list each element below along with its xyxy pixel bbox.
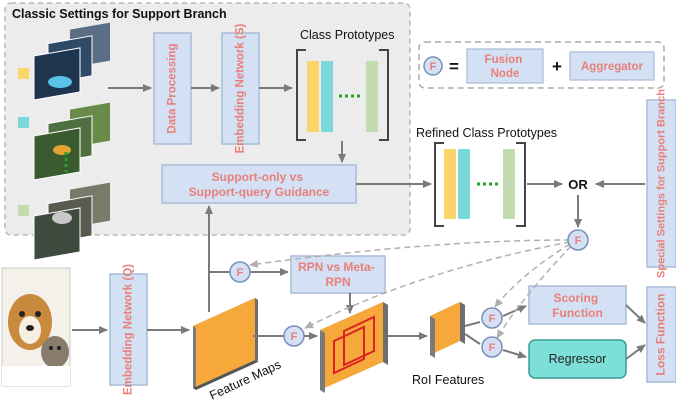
- fusion-node-features: F: [283, 325, 305, 347]
- proposal-box-2: [343, 315, 375, 367]
- class-prototypes-label: Class Prototypes: [300, 28, 394, 42]
- legend-aggregator-box: [569, 51, 655, 81]
- scoring-line-2: Function: [552, 306, 603, 320]
- or-label: OR: [568, 177, 588, 192]
- refined-bar-cyan: [458, 149, 470, 219]
- loss-function-box[interactable]: [646, 286, 676, 383]
- fusion-node-refined: F: [567, 229, 589, 251]
- legend-fusion-node-label: Fusion Node: [485, 54, 526, 80]
- legend-fusion-node-line-2: Node: [491, 68, 520, 80]
- support-guidance-label: Support-only vs Support-query Guidance: [189, 170, 330, 199]
- scoring-function-label: Scoring Function: [552, 291, 603, 320]
- embedding-network-q-label: Embedding Network (Q): [123, 264, 135, 395]
- fusion-node-rpn-letter: F: [237, 267, 244, 279]
- legend-fusion-node-box: [466, 48, 544, 84]
- refined-class-prototypes-label: Refined Class Prototypes: [416, 126, 557, 140]
- support-branch-title: Classic Settings for Support Branch: [12, 7, 227, 21]
- rpn-line-2: RPN: [325, 275, 350, 289]
- refined-bracket-left: [434, 142, 444, 227]
- support-guidance-line-2: Support-query Guidance: [189, 185, 330, 199]
- solid-arrows: [72, 84, 646, 360]
- class-color-green: [18, 205, 29, 216]
- support-guidance-line-1: Support-only vs: [212, 170, 304, 184]
- support-image-2: [33, 102, 110, 181]
- embedding-network-s-label: Embedding Network (S): [235, 23, 247, 153]
- data-processing-label: Data Processing: [167, 43, 179, 133]
- fusion-node-scoring-letter: F: [489, 313, 496, 325]
- fusion-node-scoring-circle: [481, 307, 503, 329]
- support-guidance-box[interactable]: [161, 164, 357, 204]
- special-settings-label: Special Settings for Support Branch: [655, 89, 667, 278]
- refined-bracket-right: [516, 142, 526, 227]
- regressor-label: Regressor: [549, 352, 607, 366]
- fusion-node-features-circle: [283, 325, 305, 347]
- support-image-1: [33, 22, 110, 101]
- refined-bar-green: [503, 149, 515, 219]
- dashed-arrows: [249, 239, 572, 339]
- feature-maps-block: [193, 298, 258, 390]
- class-color-cyan: [18, 117, 29, 128]
- proposal-box-1: [333, 325, 365, 375]
- embedding-network-q-box[interactable]: [109, 273, 148, 386]
- fusion-node-features-letter: F: [291, 331, 298, 343]
- fusion-node-regressor-letter: F: [489, 342, 496, 354]
- fusion-node-rpn: F: [229, 261, 251, 283]
- loss-function-label: Loss Function: [654, 294, 668, 376]
- legend-equals: =: [449, 57, 459, 76]
- fusion-node-regressor: F: [481, 336, 503, 358]
- rpn-line-1: RPN vs Meta-: [298, 260, 375, 274]
- roi-features-label: RoI Features: [412, 373, 484, 387]
- scoring-function-box[interactable]: [528, 285, 627, 325]
- class-prototypes-bracket-left: [296, 49, 306, 141]
- fusion-node-refined-circle: [567, 229, 589, 251]
- fusion-node-rpn-circle: [229, 261, 251, 283]
- class-prototypes-bracket-right: [379, 49, 389, 141]
- rpn-box[interactable]: [290, 255, 386, 294]
- prototype-bar-yellow: [307, 61, 319, 132]
- fusion-node-scoring: F: [481, 307, 503, 329]
- support-image-3: [33, 182, 110, 261]
- scoring-line-1: Scoring: [553, 291, 598, 305]
- fusion-node-regressor-circle: [481, 336, 503, 358]
- refined-bar-yellow: [444, 149, 456, 219]
- prototype-bar-green: [366, 61, 378, 132]
- legend-fusion-icon: [423, 56, 443, 76]
- legend-fusion-letter: F: [430, 61, 437, 73]
- feature-maps-with-proposals: [320, 302, 388, 393]
- query-image: [1, 267, 71, 387]
- class-color-yellow: [18, 68, 29, 79]
- legend-fusion-node-line-1: Fusion: [485, 54, 523, 66]
- roi-features-block: [430, 302, 465, 358]
- rpn-label: RPN vs Meta- RPN: [298, 260, 378, 289]
- prototype-bar-cyan: [321, 61, 333, 132]
- legend-plus: +: [552, 57, 562, 76]
- legend-aggregator-label: Aggregator: [581, 61, 644, 73]
- fusion-node-refined-letter: F: [575, 235, 582, 247]
- special-settings-box[interactable]: [646, 99, 676, 268]
